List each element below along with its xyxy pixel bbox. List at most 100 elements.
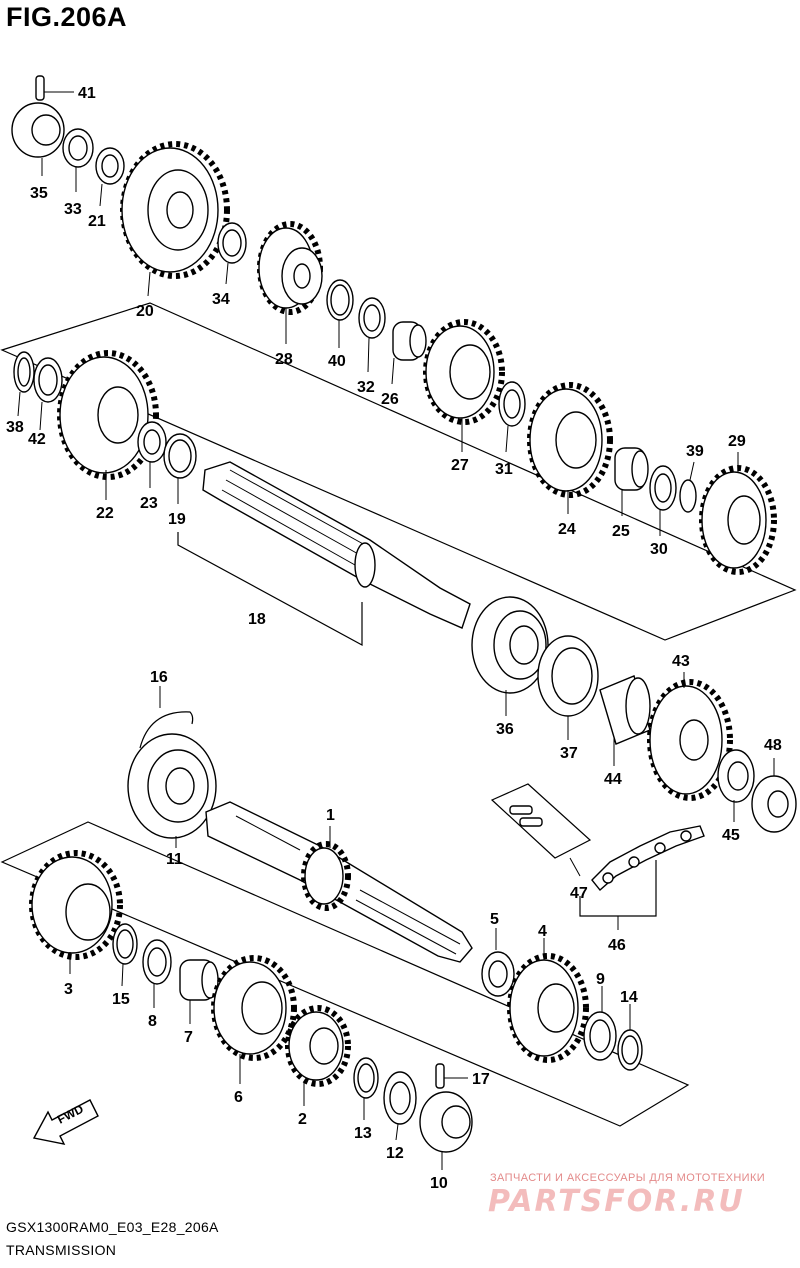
callout-5: 5 [490, 911, 499, 928]
callout-16: 16 [150, 669, 168, 686]
driveshaft-group-frame [0, 821, 690, 1127]
part-46-drive-chain[interactable] [579, 825, 705, 930]
part-30-washer[interactable] [649, 465, 677, 536]
callout-38: 38 [6, 419, 24, 436]
callout-26: 26 [381, 391, 399, 408]
part-9-washer[interactable] [583, 986, 617, 1061]
part-5-bushing[interactable] [481, 928, 515, 997]
part-21-bushing[interactable] [95, 147, 125, 207]
callout-46: 46 [608, 937, 626, 954]
part-33-washer[interactable] [62, 128, 94, 192]
callout-36: 36 [496, 721, 514, 738]
callout-27: 27 [451, 457, 469, 474]
part-14-circlip[interactable] [617, 1004, 643, 1071]
part-28-gear[interactable] [257, 221, 323, 344]
part-29-gear[interactable] [699, 452, 777, 575]
callout-21: 21 [88, 213, 106, 230]
callout-11: 11 [166, 851, 183, 868]
part-24-gear[interactable] [527, 382, 613, 514]
part-32-washer[interactable] [358, 297, 386, 373]
callout-17: 17 [472, 1071, 490, 1088]
callout-24: 24 [558, 521, 576, 538]
part-18-countershaft[interactable] [177, 461, 471, 647]
part-40-circlip[interactable] [326, 279, 354, 348]
figure-title: FIG.206A [6, 2, 128, 32]
part-12-washer[interactable] [383, 1071, 417, 1141]
part-7-bearing[interactable] [179, 959, 219, 1024]
callout-31: 31 [495, 461, 513, 478]
part-36-bearing[interactable] [471, 596, 549, 716]
callout-13: 13 [354, 1125, 372, 1142]
part-22-gear[interactable] [57, 350, 159, 500]
callout-3: 3 [64, 981, 73, 998]
callout-7: 7 [184, 1029, 193, 1046]
part-44-spacer[interactable] [599, 675, 651, 766]
part-27-gear[interactable] [423, 319, 505, 452]
part-4-gear[interactable] [507, 938, 589, 1063]
part-19-circlip[interactable] [163, 433, 197, 504]
part-45-washer[interactable] [717, 749, 755, 822]
callout-14: 14 [620, 989, 638, 1006]
part-8-washer[interactable] [142, 939, 172, 1008]
part-48-nut[interactable] [751, 758, 797, 833]
part-35-collar[interactable] [11, 102, 65, 176]
callout-35: 35 [30, 185, 48, 202]
callout-29: 29 [728, 433, 746, 450]
callout-45: 45 [722, 827, 740, 844]
callout-4: 4 [538, 923, 547, 940]
callout-10: 10 [430, 1175, 448, 1192]
callout-22: 22 [96, 505, 114, 522]
part-2-gear[interactable] [285, 1005, 351, 1106]
callout-40: 40 [328, 353, 346, 370]
part-6-gear[interactable] [211, 955, 297, 1084]
part-37-oil-seal[interactable] [537, 635, 599, 740]
part-11-bearing[interactable] [127, 733, 217, 848]
callout-48: 48 [764, 737, 782, 754]
part-41-pin[interactable] [35, 75, 74, 101]
forward-direction-arrow: FWD [32, 1099, 99, 1145]
callout-18: 18 [248, 611, 266, 628]
callout-33: 33 [64, 201, 82, 218]
part-23-bushing[interactable] [137, 421, 167, 488]
part-38-circlip[interactable] [13, 351, 35, 417]
callout-39: 39 [686, 443, 704, 460]
part-25-bearing[interactable] [614, 447, 649, 516]
callout-labels: 41 35 33 21 20 34 28 40 32 26 27 38 42 2… [6, 85, 782, 1192]
part-15-circlip[interactable] [112, 923, 138, 987]
part-3-gear[interactable] [29, 850, 123, 974]
part-39-circlip[interactable] [679, 461, 697, 513]
part-31-washer[interactable] [498, 381, 526, 453]
part-43-sprocket[interactable] [647, 672, 733, 801]
part-34-washer[interactable] [217, 222, 247, 285]
part-17-pin[interactable] [435, 1063, 468, 1089]
callout-30: 30 [650, 541, 668, 558]
callout-9: 9 [596, 971, 605, 988]
part-1-driveshaft[interactable] [205, 801, 473, 963]
part-26-bearing[interactable] [391, 321, 427, 385]
callout-1: 1 [326, 807, 335, 824]
watermark-tagline: ЗАПЧАСТИ И АКСЕССУАРЫ ДЛЯ МОТОТЕХНИКИ [490, 1172, 766, 1184]
part-47-chain-joint[interactable] [490, 783, 592, 877]
countershaft-group-frame [0, 302, 797, 641]
part-10-collar[interactable] [419, 1091, 473, 1170]
figure-caption: TRANSMISSION [6, 1242, 117, 1258]
drawing-code: GSX1300RAM0_E03_E28_206A [6, 1219, 219, 1235]
part-13-circlip[interactable] [353, 1057, 379, 1120]
callout-25: 25 [612, 523, 630, 540]
callout-15: 15 [112, 991, 130, 1008]
callout-43: 43 [672, 653, 690, 670]
callout-42: 42 [28, 431, 46, 448]
part-16-circlip[interactable] [139, 686, 194, 749]
part-20-gear[interactable] [120, 141, 230, 297]
watermark-logo: PARTSFOR.RU [488, 1184, 745, 1219]
callout-2: 2 [298, 1111, 307, 1128]
callout-37: 37 [560, 745, 578, 762]
callout-6: 6 [234, 1089, 243, 1106]
callout-20: 20 [136, 303, 154, 320]
callout-8: 8 [148, 1013, 157, 1030]
callout-12: 12 [386, 1145, 404, 1162]
part-42-washer[interactable] [33, 357, 63, 431]
callout-28: 28 [275, 351, 293, 368]
callout-41: 41 [78, 85, 96, 102]
